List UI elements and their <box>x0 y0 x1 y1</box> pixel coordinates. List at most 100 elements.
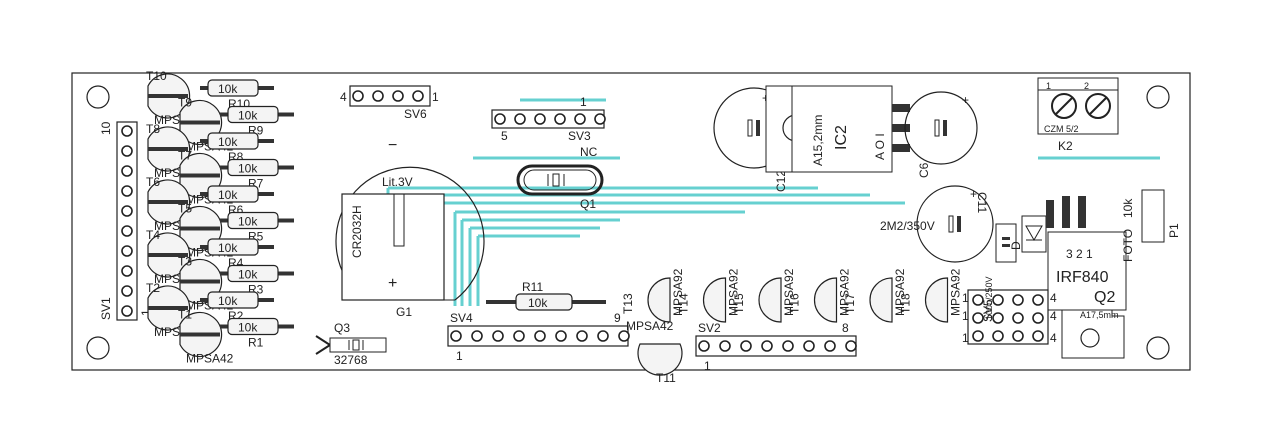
crystal-q3: Q3 32768 <box>315 321 387 367</box>
sv5-label-d: 4 <box>1050 309 1057 323</box>
transistor-ref: T7 <box>178 149 192 163</box>
k2-name: K2 <box>1058 139 1073 153</box>
csmall-value: 100n/250V <box>984 276 994 320</box>
terminal-k2: 1 2 CZM 5/2 K2 <box>1037 77 1119 153</box>
resistor-body <box>227 158 279 177</box>
transistor-ref: T15 <box>732 293 746 314</box>
transistor-ref: T18 <box>899 293 913 314</box>
pin-pad <box>719 340 731 352</box>
transistor-body <box>869 277 893 323</box>
pin-pad <box>1012 312 1024 324</box>
transistor-ref: T9 <box>178 96 192 110</box>
transistor-ref: T13 <box>621 293 635 314</box>
ic2-ref: IC2 <box>833 125 850 150</box>
k2-part: CZM 5/2 <box>1044 124 1079 134</box>
transistor-body <box>647 277 671 323</box>
battery-g1: CR2032H Lit.3V − + G1 <box>335 137 485 319</box>
sv2-name: SV2 <box>698 321 721 335</box>
crystal-q1: NC Q1 <box>516 145 604 211</box>
resistor-body <box>227 105 279 124</box>
pin-pad <box>513 330 525 342</box>
sv5-title: SV5 <box>981 299 995 322</box>
c12-ref: C12 <box>774 170 788 192</box>
c6-ref: C6 <box>917 162 931 178</box>
transistor-part: MPSA42 <box>186 352 234 366</box>
pin-pad <box>972 312 984 324</box>
ic2-regulator: A15,2mm IC2 A O I <box>765 85 910 173</box>
mounting-holes <box>86 85 1170 360</box>
resistor-value: 10k <box>218 294 238 308</box>
resistor-body <box>227 211 279 230</box>
transistor-part: MPSA92 <box>949 268 963 316</box>
pin-pad <box>121 265 133 277</box>
pin-pad <box>574 113 586 125</box>
transistor-ref: T8 <box>146 122 160 136</box>
sv3-pin-last: 5 <box>501 129 508 143</box>
pin-pad <box>121 285 133 297</box>
sv4-pin-last: 9 <box>614 311 621 325</box>
resistor-value: 10k <box>238 109 258 123</box>
transistor-body <box>924 277 949 323</box>
sv5-label-b: 4 <box>1050 291 1057 305</box>
t11-ref: T11 <box>656 371 676 385</box>
transistor-ref: T2 <box>146 281 160 295</box>
g1-part: CR2032H <box>350 205 364 258</box>
resistor-r11: R11 10k <box>486 280 606 311</box>
pin-pad <box>1032 294 1044 306</box>
transistor-ref: T1 <box>178 308 192 322</box>
pin-pad <box>992 330 1004 342</box>
resistor-body <box>207 291 259 309</box>
sv4-pin-first: 1 <box>456 349 463 363</box>
sv5-header: 1 4 1 4 1 4 SV5 <box>962 289 1057 345</box>
resistor-value: 10k <box>238 321 258 335</box>
pin-pad <box>412 90 424 102</box>
pin-pad <box>492 330 504 342</box>
sv6-header: 4 1 SV6 <box>340 85 439 121</box>
left-ladder: T10MPSA4210kR10T9MPSA4210kR9T8MPSA4210kR… <box>146 69 294 366</box>
diode: D <box>1009 215 1047 253</box>
sv1-name: SV1 <box>99 297 113 320</box>
pin-pad <box>121 245 133 257</box>
sv5-label-a: 1 <box>962 291 969 305</box>
resistor-ref: R1 <box>248 336 264 350</box>
resistor-value: 10k <box>218 135 238 149</box>
pin-pad <box>392 90 404 102</box>
sv2-pin-first: 1 <box>704 359 711 373</box>
pin-pad <box>824 340 836 352</box>
pin-pad <box>121 185 133 197</box>
ic2-package: A15,2mm <box>811 115 825 166</box>
resistor-body <box>227 264 279 283</box>
q1-note: NC <box>580 145 598 159</box>
pin-pad <box>514 113 526 125</box>
pin-pad <box>555 330 567 342</box>
transistor-ref: T4 <box>146 228 160 242</box>
q1-ref: Q1 <box>580 197 596 211</box>
sv3-header: 1 5 SV3 <box>491 95 606 143</box>
sv4-name: SV4 <box>450 311 473 325</box>
resistor-body <box>207 132 259 150</box>
transistor-ref: T14 <box>677 293 691 314</box>
capacitor-small: 100n/250V <box>984 223 1017 320</box>
g1-voltage: Lit.3V <box>382 175 413 189</box>
g1-ref: G1 <box>396 305 412 319</box>
sv3-pin-first: 1 <box>580 95 587 109</box>
mosfet-q2: 3 2 1 IRF840 Q2 A17,5mm <box>1046 196 1127 359</box>
sv4-header: SV4 1 9 <box>447 311 630 363</box>
transistor-ref: T5 <box>178 202 192 216</box>
transistor-body <box>702 277 727 323</box>
sv5-label-f: 4 <box>1050 331 1057 345</box>
q2-package: A17,5mm <box>1080 310 1119 320</box>
k2-pin2: 2 <box>1084 81 1089 91</box>
g1-minus: − <box>388 137 397 154</box>
p1-aux: FOTO <box>1121 229 1135 262</box>
pin-pad <box>992 312 1004 324</box>
resistor-body <box>207 238 259 256</box>
pin-pad <box>121 205 133 217</box>
p1-ref: P1 <box>1167 223 1181 238</box>
p1-value: 10k <box>1121 198 1135 218</box>
pin-pad <box>471 330 483 342</box>
pin-pad <box>782 340 794 352</box>
transistor-body <box>813 277 838 323</box>
